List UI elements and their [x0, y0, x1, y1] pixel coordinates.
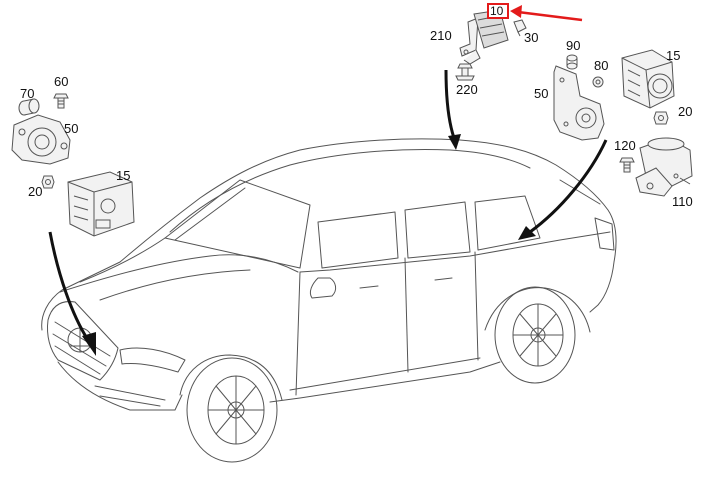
part-110-actuator[interactable]: [635, 137, 693, 197]
part-30-clip[interactable]: [513, 19, 527, 37]
red-arrow-icon: [510, 5, 583, 22]
part-60-bolt[interactable]: [53, 93, 69, 109]
label-15-left: 15: [116, 168, 130, 183]
label-120: 120: [614, 138, 636, 153]
part-50-bracket-left[interactable]: [11, 114, 71, 165]
part-70-spacer[interactable]: [18, 98, 40, 116]
label-10: 10: [490, 4, 504, 18]
black-curved-arrow-icon: [48, 69, 608, 356]
label-15-right: 15: [666, 48, 680, 63]
label-220: 220: [456, 82, 478, 97]
label-20-left: 20: [28, 184, 42, 199]
part-220-bolt[interactable]: [455, 63, 475, 81]
highlight-box-10: [487, 3, 509, 19]
part-20-nut-right[interactable]: [653, 111, 669, 125]
part-90-spacer[interactable]: [566, 54, 578, 70]
label-60: 60: [54, 74, 68, 89]
part-80-nut[interactable]: [592, 76, 604, 88]
part-20-nut-left[interactable]: [41, 175, 55, 189]
label-70: 70: [20, 86, 34, 101]
label-210: 210: [430, 28, 452, 43]
part-120-bolt[interactable]: [619, 157, 635, 173]
label-30: 30: [524, 30, 538, 45]
label-50-right: 50: [534, 86, 548, 101]
label-80: 80: [594, 58, 608, 73]
label-90: 90: [566, 38, 580, 53]
label-20-right: 20: [678, 104, 692, 119]
vehicle-illustration: [41, 138, 617, 463]
label-110: 110: [672, 194, 693, 209]
part-15-unit-right[interactable]: [621, 49, 675, 109]
part-50-bracket-right[interactable]: [553, 65, 605, 141]
part-15-unit-left[interactable]: [67, 171, 135, 237]
label-50-left: 50: [64, 121, 78, 136]
